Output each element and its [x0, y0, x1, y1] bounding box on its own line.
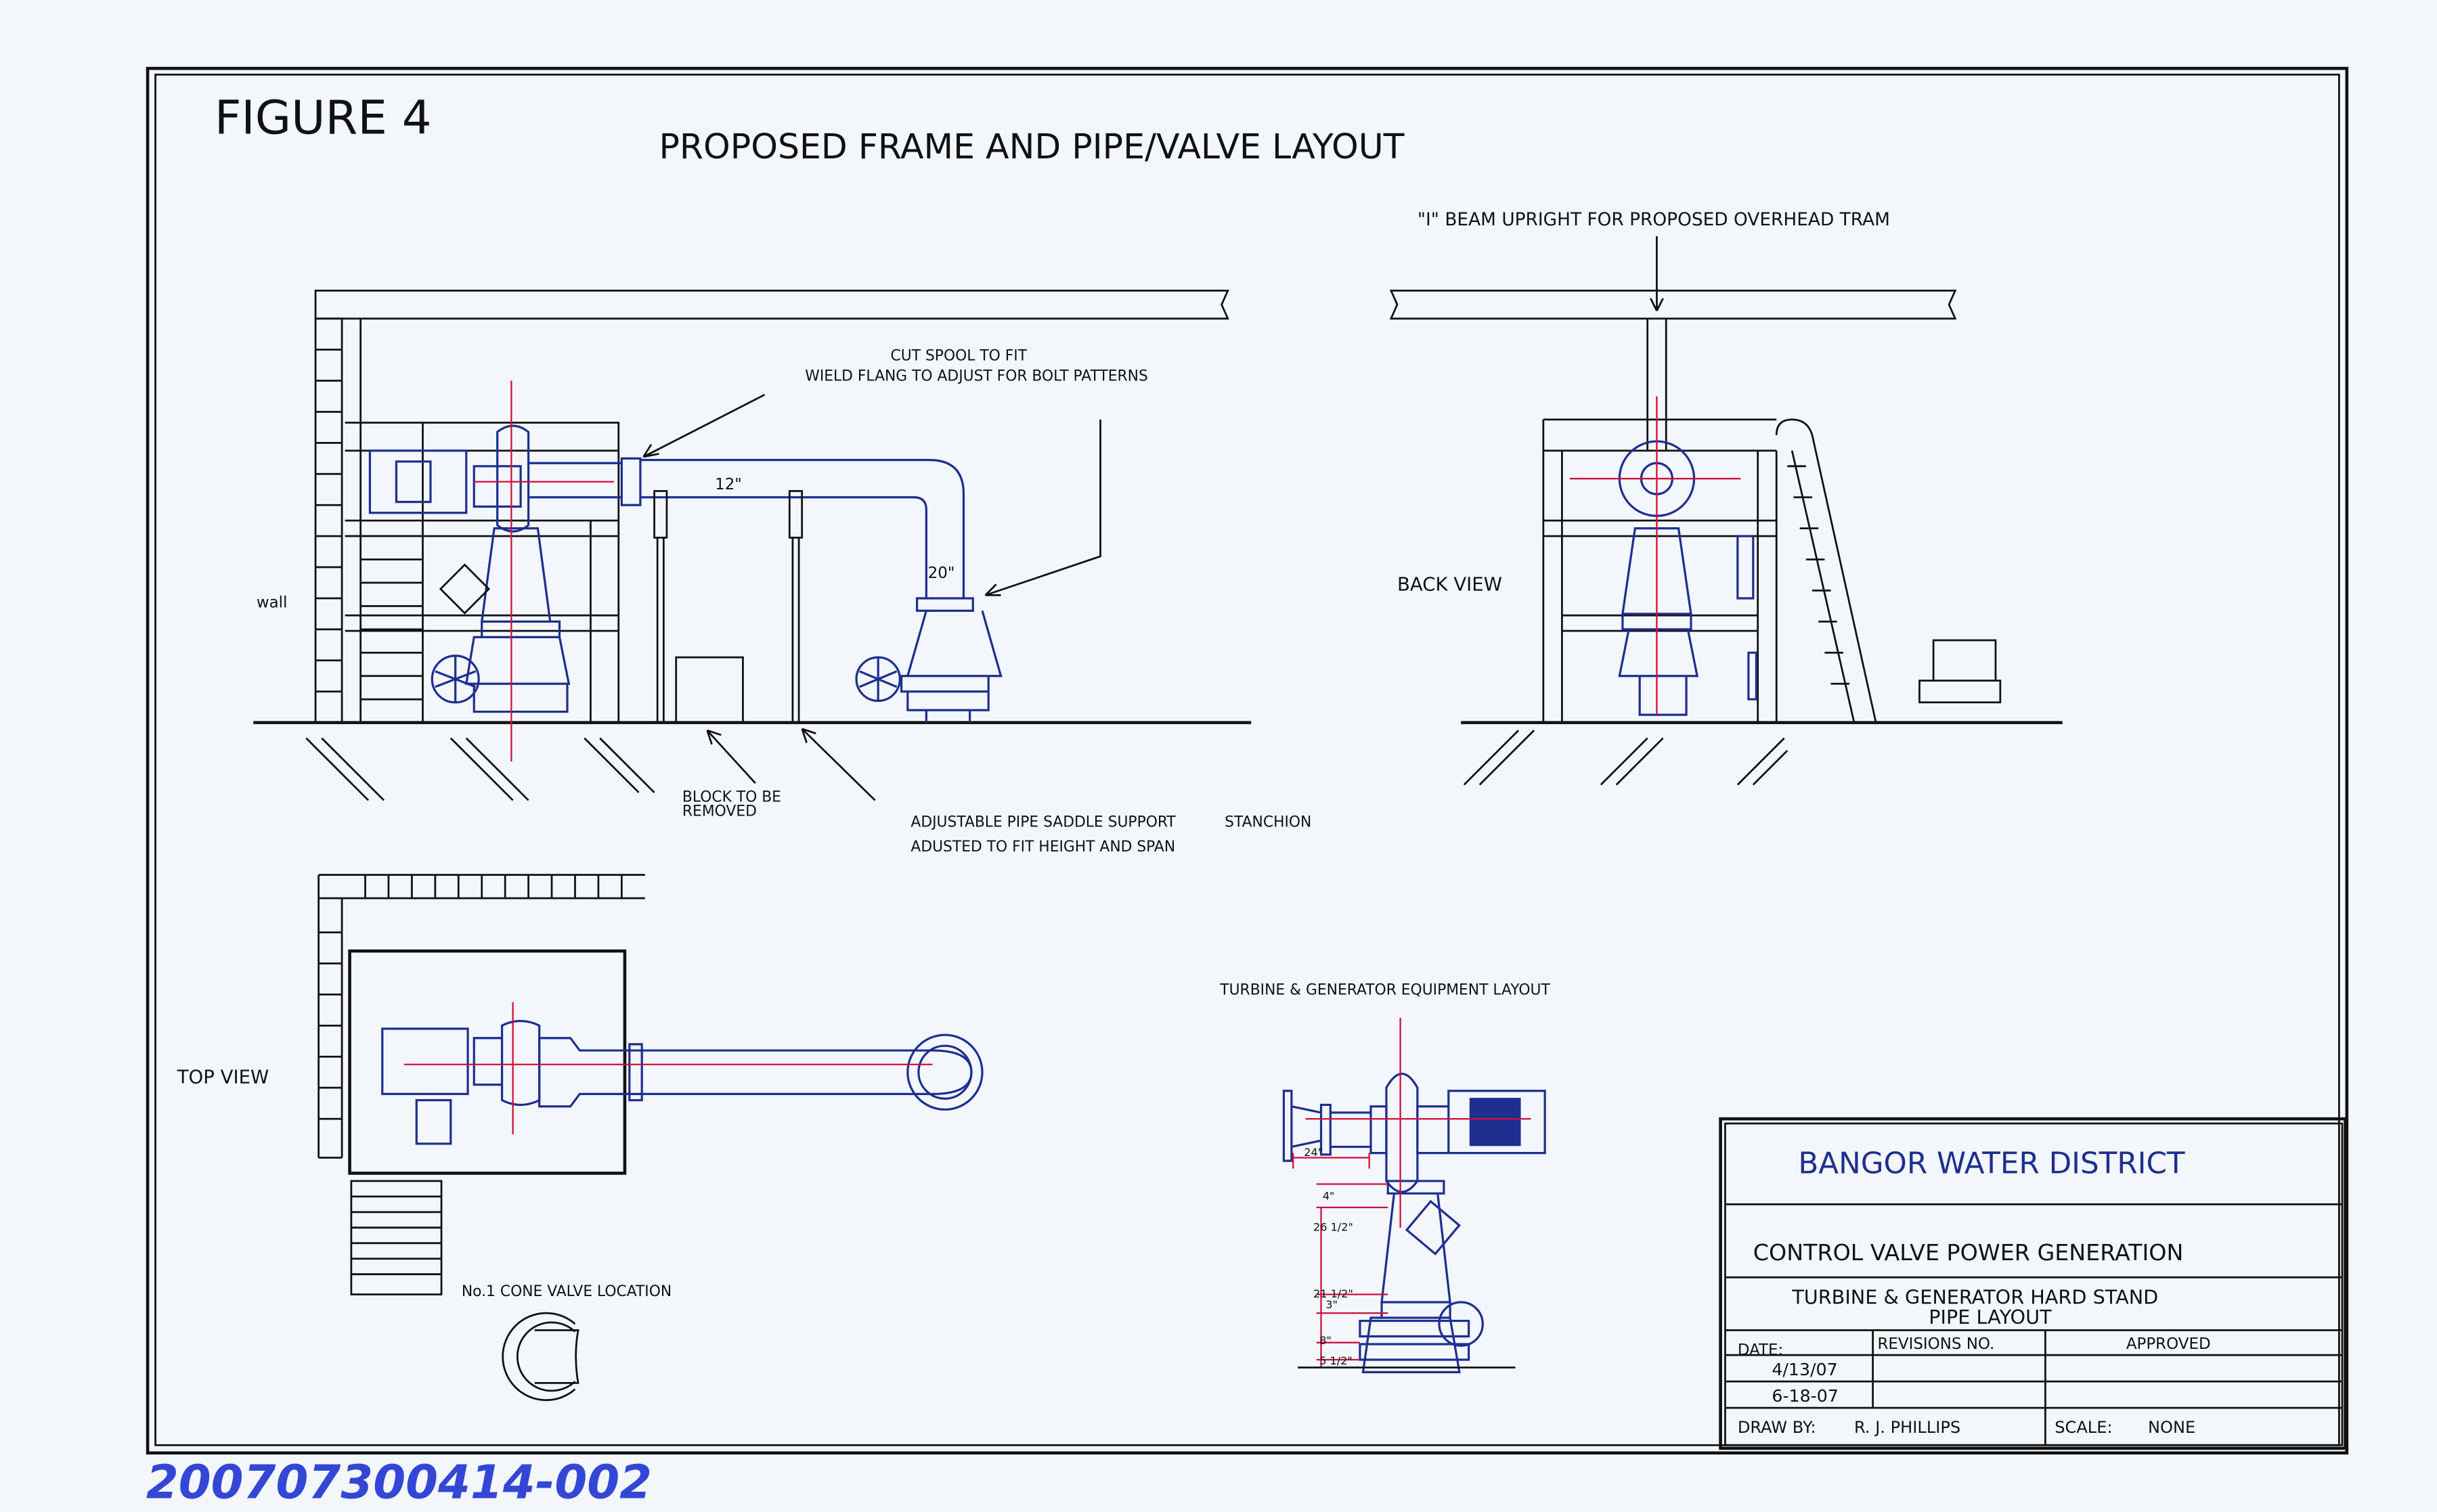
- dim-26-half: 26 1/2": [1313, 1220, 1353, 1233]
- arrow-cut-spool: [642, 393, 766, 458]
- date-header: DATE:: [1738, 1341, 1783, 1359]
- dim-4: 4": [1323, 1189, 1335, 1202]
- hard-stand-frame: [345, 422, 620, 723]
- wall-label: wall: [257, 594, 288, 612]
- cone-valve-label: No.1 CONE VALVE LOCATION: [462, 1283, 672, 1300]
- drawn-by: R. J. PHILLIPS: [1854, 1418, 1960, 1437]
- outer-border: [146, 66, 2349, 1455]
- grated-platform: [348, 949, 627, 1175]
- drawing-name-1: TURBINE & GENERATOR HARD STAND: [1791, 1285, 2158, 1308]
- saddle-label-2: ADUSTED TO FIT HEIGHT AND SPAN: [910, 839, 1175, 855]
- block-to-remove: [675, 656, 744, 724]
- note-cut-spool: CUT SPOOL TO FIT: [891, 348, 1028, 365]
- dim-5-half: 5 1/2": [1319, 1354, 1353, 1367]
- i-beam-label: "I" BEAM UPRIGHT FOR PROPOSED OVERHEAD T…: [1418, 209, 1890, 230]
- back-frame: [1542, 418, 1778, 723]
- stairs: [1775, 418, 1877, 723]
- handwritten-document-number: 200707300414-002: [146, 1455, 652, 1509]
- project-name: CONTROL VALVE POWER GENERATION: [1753, 1239, 2184, 1266]
- wall-bricks: [315, 349, 343, 693]
- dim-24: 24": [1304, 1146, 1323, 1159]
- dim-21-half: 21 1/2": [1313, 1287, 1353, 1300]
- dim-8: 8": [1319, 1334, 1332, 1347]
- saddle-label-1: ADJUSTABLE PIPE SADDLE SUPPORT: [910, 814, 1176, 830]
- back-view-label: BACK VIEW: [1397, 573, 1502, 595]
- dim-3: 3": [1325, 1298, 1338, 1311]
- top-view-label: TOP VIEW: [177, 1066, 269, 1088]
- revisions-header: REVISIONS NO.: [1877, 1335, 1994, 1353]
- pipe-12in: [640, 459, 965, 598]
- pipe-saddle-supports: [653, 490, 804, 723]
- equipment-title: TURBINE & GENERATOR EQUIPMENT LAYOUT: [1219, 981, 1550, 998]
- drawn-by-label: DRAW BY:: [1738, 1418, 1816, 1437]
- note-weld-flange: WIELD FLANG TO ADJUST FOR BOLT PATTERNS: [805, 368, 1148, 385]
- drawing-title: PROPOSED FRAME AND PIPE/VALVE LAYOUT: [659, 127, 1404, 166]
- title-block: BANGOR WATER DISTRICT CONTROL VALVE POWE…: [1719, 1117, 2347, 1450]
- top-view: TOP VIEW No.1 CONE VALVE LOCATION: [177, 874, 984, 1402]
- pipe-12-label: 12": [715, 476, 742, 493]
- stanchion-label: STANCHION: [1225, 814, 1311, 830]
- back-view: "I" BEAM UPRIGHT FOR PROPOSED OVERHEAD T…: [1389, 209, 2063, 786]
- pipe-20-label: 20": [928, 564, 955, 582]
- equipment-layout: TURBINE & GENERATOR EQUIPMENT LAYOUT 24"…: [1219, 981, 1550, 1373]
- block-label-2: REMOVED: [682, 803, 757, 820]
- ceiling-beam: [314, 289, 1229, 320]
- i-beam: [1389, 289, 1957, 320]
- approved-header: APPROVED: [2126, 1335, 2211, 1353]
- drawing-name-2: PIPE LAYOUT: [1929, 1306, 2052, 1329]
- arrow-20in: [984, 419, 1101, 596]
- inner-border: [154, 73, 2340, 1446]
- cone-valve-flange: [502, 1312, 579, 1402]
- date-1: 4/13/07: [1772, 1360, 1837, 1379]
- company-name: BANGOR WATER DISTRICT: [1798, 1147, 2185, 1180]
- ladder: [345, 535, 423, 701]
- date-2: 6-18-07: [1772, 1386, 1839, 1406]
- front-view: wall 12" 20" CUT SPOOL TO FIT WIELD FLAN…: [253, 289, 1311, 855]
- brick-wall: [314, 317, 343, 724]
- top-wall: [317, 874, 645, 1159]
- scale-value: NONE: [2148, 1418, 2195, 1437]
- scale-label: SCALE:: [2055, 1418, 2112, 1437]
- pipe-20in-valve: [900, 597, 1003, 723]
- top-stairs: [350, 1180, 443, 1295]
- block-label-1: BLOCK TO BE: [682, 789, 781, 806]
- figure-label: FIGURE 4: [215, 91, 432, 145]
